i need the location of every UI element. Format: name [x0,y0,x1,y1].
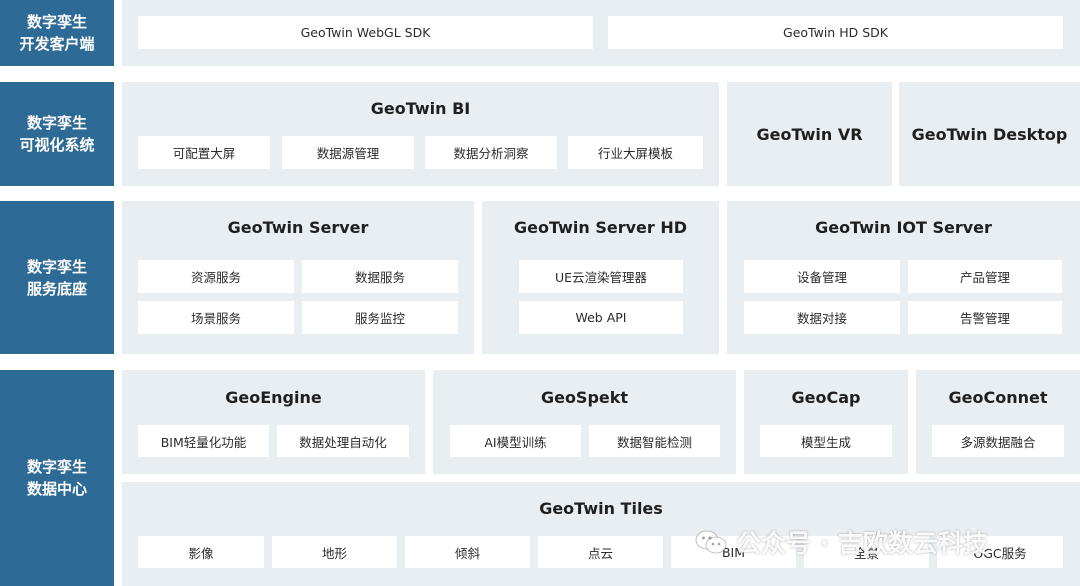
cap-panel: GeoCap 模型生成 [744,370,908,474]
engine-title: GeoEngine [225,387,322,407]
iot-item-device: 设备管理 [744,260,900,293]
bi-item-datasource: 数据源管理 [282,136,414,169]
tiles-item-bim: BIM [671,536,796,568]
bi-panel: GeoTwin BI 可配置大屏 数据源管理 数据分析洞察 行业大屏模板 [122,82,719,186]
wechat-icon [695,530,727,554]
hd-sdk-box: GeoTwin HD SDK [608,16,1063,49]
bi-item-analysis: 数据分析洞察 [425,136,557,169]
tiles-item-panorama: 全景 [804,536,929,568]
vr-title: GeoTwin VR [756,124,863,144]
iot-item-alarm: 告警管理 [908,301,1062,334]
layer-label-dev-client: 数字孪生 开发客户端 [0,0,114,66]
server-item-monitor: 服务监控 [302,301,458,334]
bi-title: GeoTwin BI [370,98,471,118]
desktop-panel: GeoTwin Desktop [899,82,1080,186]
watermark: 公众号 · 吉欧数云科技 [694,522,988,562]
server-hd-title: GeoTwin Server HD [513,217,688,237]
tiles-item-oblique: 倾斜 [405,536,530,568]
server-hd-panel: GeoTwin Server HD UE云渲染管理器 Web API [482,201,719,354]
server-hd-item-ue: UE云渲染管理器 [519,260,683,293]
iot-panel: GeoTwin IOT Server 设备管理 产品管理 数据对接 告警管理 [727,201,1080,354]
bi-item-templates: 行业大屏模板 [568,136,703,169]
engine-item-bim: BIM轻量化功能 [138,425,269,457]
dev-client-panel: GeoTwin WebGL SDK GeoTwin HD SDK [122,0,1080,66]
server-hd-item-webapi: Web API [519,301,683,334]
spekt-panel: GeoSpekt AI模型训练 数据智能检测 [433,370,736,474]
connet-item-fusion: 多源数据融合 [932,425,1064,457]
server-item-scene: 场景服务 [138,301,294,334]
server-item-resource: 资源服务 [138,260,294,293]
server-title: GeoTwin Server [227,217,369,237]
spekt-item-check: 数据智能检测 [589,425,720,457]
layer-label-visualization: 数字孪生 可视化系统 [0,82,114,186]
connet-title: GeoConnet [948,387,1048,407]
tiles-title: GeoTwin Tiles [539,498,663,518]
cap-item-model: 模型生成 [760,425,892,457]
engine-panel: GeoEngine BIM轻量化功能 数据处理自动化 [122,370,425,474]
desktop-title: GeoTwin Desktop [911,124,1068,144]
spekt-title: GeoSpekt [540,387,629,407]
server-panel: GeoTwin Server 资源服务 数据服务 场景服务 服务监控 [122,201,474,354]
iot-item-product: 产品管理 [908,260,1062,293]
tiles-item-imagery: 影像 [138,536,264,568]
tiles-item-pointcloud: 点云 [538,536,663,568]
layer-label-data-center: 数字孪生 数据中心 [0,370,114,586]
webgl-sdk-box: GeoTwin WebGL SDK [138,16,593,49]
vr-panel: GeoTwin VR [727,82,892,186]
tiles-item-terrain: 地形 [272,536,397,568]
cap-title: GeoCap [791,387,861,407]
iot-title: GeoTwin IOT Server [815,217,992,237]
watermark-text: 公众号 · 吉欧数云科技 [736,529,988,558]
tiles-panel: GeoTwin Tiles 影像 地形 倾斜 点云 BIM 全景 OGC服务 [122,482,1080,586]
connet-panel: GeoConnet 多源数据融合 [916,370,1080,474]
spekt-item-ai: AI模型训练 [450,425,581,457]
tiles-item-ogc: OGC服务 [937,536,1063,568]
engine-item-auto: 数据处理自动化 [277,425,409,457]
bi-item-config-screen: 可配置大屏 [138,136,270,169]
iot-item-docking: 数据对接 [744,301,900,334]
layer-label-service-base: 数字孪生 服务底座 [0,201,114,354]
server-item-data: 数据服务 [302,260,458,293]
